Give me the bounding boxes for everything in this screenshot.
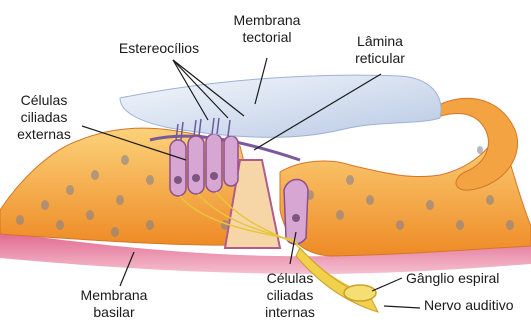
label-basilar-membrane: Membrana basilar <box>66 287 162 321</box>
inner-hair-cell-nucleus <box>292 214 300 222</box>
label-reticular-lamina: Lâmina reticular <box>340 33 420 67</box>
label-outer-hair-cells: Células ciliadas externas <box>4 92 84 143</box>
label-tectorial-membrane: Membrana tectorial <box>222 12 312 46</box>
label-inner-hair-cells: Células ciliadas internas <box>250 270 330 321</box>
spiral-ganglion-shape <box>344 285 376 301</box>
label-spiral-ganglion: Gânglio espiral <box>406 270 524 287</box>
label-auditory-nerve: Nervo auditivo <box>424 297 529 314</box>
tectorial-membrane-shape <box>120 75 441 137</box>
label-stereocilia: Estereocílios <box>104 40 214 57</box>
